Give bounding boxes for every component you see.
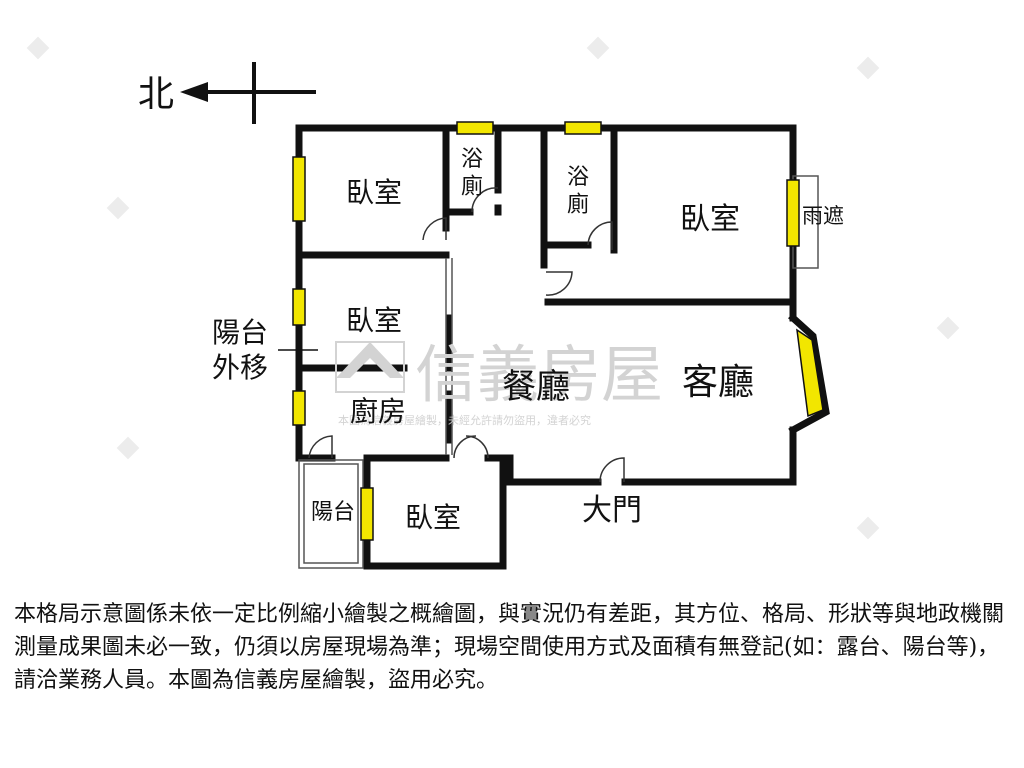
watermark-subtext: 本圖為信義房屋繪製，未經允許請勿盜用，違者必究 xyxy=(338,413,591,427)
window-kitchen xyxy=(292,390,306,426)
label-balcony-moved: 陽台外移 xyxy=(212,316,268,384)
disclaimer-text: 本格局示意圖係未依一定比例縮小繪製之概繪圖，與實況仍有差距，其方位、格局、形狀等… xyxy=(14,602,1005,693)
north-label: 北 xyxy=(138,74,174,115)
window-bath-1 xyxy=(456,121,494,135)
window-living-bay xyxy=(796,328,824,418)
window-bath-2 xyxy=(564,121,602,135)
label-bedroom-w: 臥室 xyxy=(346,304,402,337)
watermark-brand: 信義房屋 xyxy=(415,338,663,411)
window-bedroom-ne xyxy=(786,179,800,247)
floor-plan: 北 xyxy=(26,36,960,570)
door-swings xyxy=(308,187,625,483)
windows xyxy=(292,121,824,541)
window-bedroom-s xyxy=(360,487,374,541)
north-arrow-icon xyxy=(180,62,316,124)
label-dining: 餐廳 xyxy=(502,367,570,407)
label-living: 客廳 xyxy=(682,362,754,403)
label-bath-2: 浴廁 xyxy=(567,165,589,218)
label-kitchen: 廚房 xyxy=(350,395,406,428)
label-bedroom-nw: 臥室 xyxy=(346,176,402,209)
label-bath-1: 浴廁 xyxy=(461,147,483,200)
window-bedroom-w xyxy=(292,288,306,326)
label-main-door: 大門 xyxy=(582,493,642,528)
brand-logo-icon xyxy=(335,341,405,393)
label-bedroom-s: 臥室 xyxy=(405,501,461,534)
label-balcony: 陽台 xyxy=(311,500,355,525)
window-bedroom-nw xyxy=(292,156,306,222)
label-bedroom-ne: 臥室 xyxy=(680,202,740,237)
walls xyxy=(295,124,830,570)
label-canopy: 雨遮 xyxy=(802,204,844,228)
